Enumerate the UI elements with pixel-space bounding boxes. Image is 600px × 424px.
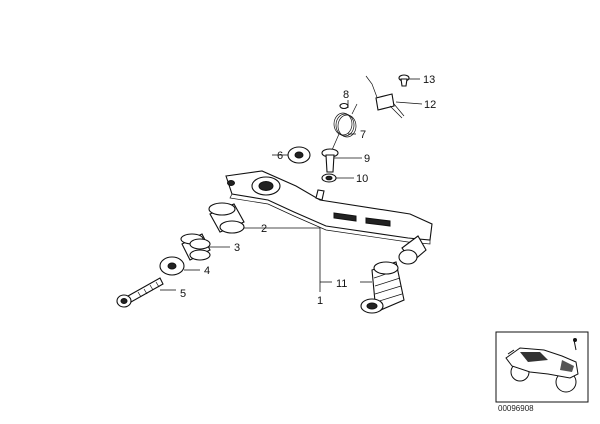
switch-bracket (365, 75, 405, 119)
reference-number: 00096908 (498, 404, 534, 413)
motorcycle-thumbnail (495, 331, 589, 403)
shift-lever-arm (225, 170, 433, 245)
callout-11: 11 (336, 278, 347, 290)
hex-nut (321, 173, 337, 183)
screw (321, 148, 339, 173)
small-screw (398, 74, 410, 87)
callout-10: 10 (356, 173, 368, 185)
sleeve (180, 233, 211, 261)
spacer-ring (287, 146, 311, 164)
bushing (208, 202, 245, 234)
callout-8: 8 (343, 89, 349, 101)
callout-13: 13 (423, 74, 435, 86)
torsion-spring (331, 103, 358, 151)
callout-12: 12 (424, 99, 436, 111)
callout-9: 9 (364, 153, 370, 165)
callout-6: 6 (277, 150, 283, 162)
leader-lines (160, 78, 423, 292)
lever-peg-stub (398, 235, 427, 265)
washer (159, 256, 185, 276)
hex-bolt (116, 277, 164, 308)
callout-7: 7 (360, 129, 366, 141)
callout-5: 5 (180, 288, 186, 300)
small-pin (339, 102, 349, 110)
callout-4: 4 (204, 265, 210, 277)
callout-3: 3 (234, 242, 240, 254)
motorcycle-silhouette (505, 338, 579, 393)
callout-1: 1 (317, 295, 323, 307)
callout-2: 2 (261, 223, 267, 235)
rubber-footpeg (360, 261, 405, 314)
